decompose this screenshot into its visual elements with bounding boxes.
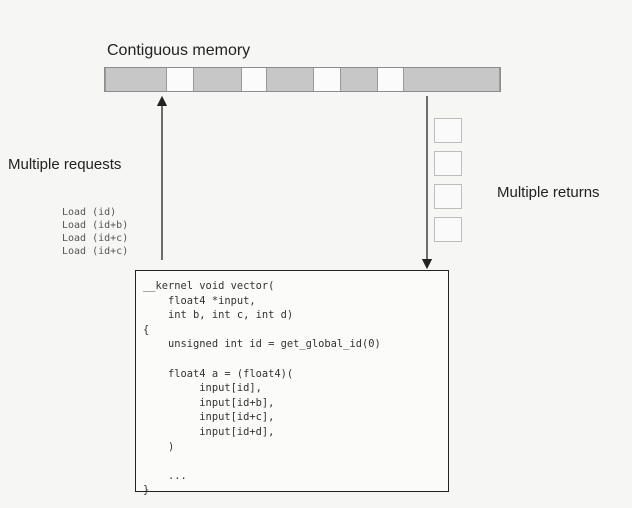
load-instruction: Load (id+c) [62, 246, 129, 257]
load-instruction-list: Load (id) Load (id+b) Load (id+c) Load (id+… [62, 206, 128, 258]
memory-segment-empty [166, 68, 193, 91]
memory-segment-filled [266, 68, 314, 91]
code-line: input[id], [143, 382, 262, 395]
code-line: { [143, 323, 150, 336]
code-line: unsigned int id = get_global_id(0) [143, 338, 381, 351]
memory-segment-filled [339, 68, 378, 91]
requests-label: Multiple requests [8, 156, 122, 173]
memory-segment-empty [313, 68, 340, 91]
return-box [434, 118, 462, 143]
code-line: input[id+b], [143, 396, 275, 409]
memory-segment-empty [377, 68, 404, 91]
load-instruction: Load (id+b) [62, 220, 129, 231]
return-box [434, 184, 462, 209]
code-line: int b, int c, int d) [143, 309, 294, 322]
load-instruction: Load (id+c) [62, 233, 129, 244]
code-line: float4 *input, [143, 294, 256, 307]
code-line: } [143, 484, 150, 497]
return-box [434, 151, 462, 176]
memory-segment-empty [242, 68, 267, 91]
memory-segment-filled [403, 68, 500, 91]
code-line: input[id+d], [143, 425, 275, 438]
load-instruction: Load (id) [62, 207, 117, 218]
memory-title: Contiguous memory [107, 42, 251, 59]
code-line: input[id+c], [143, 411, 275, 424]
code-line: ... [143, 469, 187, 482]
returns-label: Multiple returns [497, 184, 600, 201]
kernel-code-box: __kernel void vector( float4 *input, int… [135, 270, 449, 496]
return-box-stack [434, 118, 462, 250]
code-line: float4 a = (float4)( [143, 367, 294, 380]
contiguous-memory-bar [104, 67, 501, 92]
code-line: ) [143, 440, 175, 453]
return-box [434, 217, 462, 242]
code-line [143, 454, 448, 469]
code-line: __kernel void vector( [143, 280, 275, 292]
code-line [143, 352, 448, 367]
memory-segment-filled [105, 68, 167, 91]
memory-segment-filled [192, 68, 243, 91]
code-lines: __kernel void vector( float4 *input, int… [136, 271, 448, 498]
